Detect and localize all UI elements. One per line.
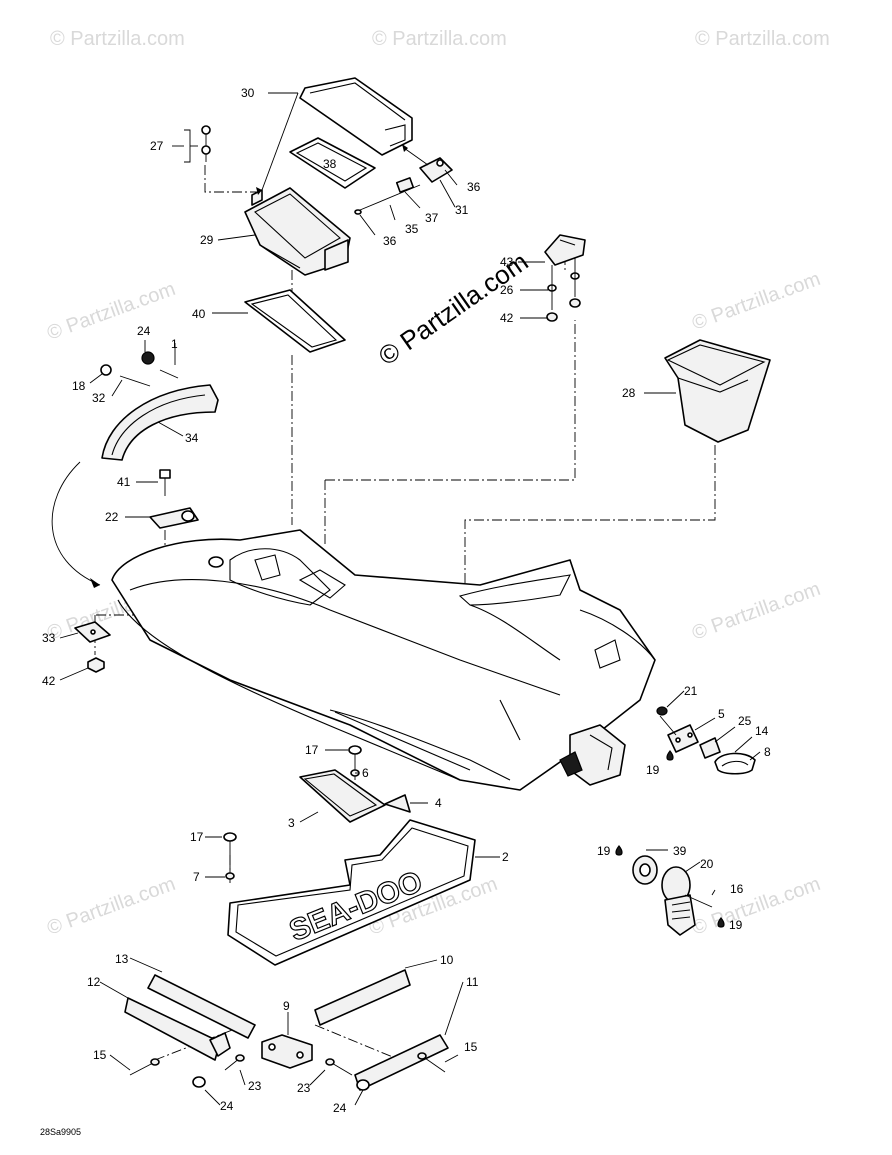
callout-19: 19 — [646, 763, 660, 777]
callout-22: 22 — [105, 510, 119, 524]
callout-11: 11 — [466, 975, 479, 989]
callout-24: 24 — [137, 324, 151, 338]
callout-35: 35 — [405, 222, 419, 236]
tow-eye-assembly — [656, 706, 756, 775]
flow-arrow — [51, 461, 101, 588]
callout-15: 15 — [93, 1048, 107, 1062]
grease-drop-icon — [615, 845, 623, 856]
callout-37: 37 — [425, 211, 439, 225]
watermark: © Partzilla.com — [44, 873, 178, 940]
callout-24: 24 — [220, 1099, 234, 1113]
grease-drops — [615, 750, 725, 928]
strip-12 — [124, 997, 231, 1061]
callout-40: 40 — [192, 307, 206, 321]
watermark: © Partzilla.com — [44, 278, 178, 345]
callout-20: 20 — [700, 857, 714, 871]
callout-16: 16 — [730, 882, 744, 896]
callout-17: 17 — [305, 743, 319, 757]
rivets-bottom — [129, 1052, 446, 1091]
callout-32: 32 — [92, 391, 106, 405]
callout-19: 19 — [729, 918, 743, 932]
callout-21: 21 — [684, 684, 698, 698]
callout-42: 42 — [500, 311, 514, 325]
callout-13: 13 — [115, 952, 129, 966]
watermark: © Partzilla.com — [372, 28, 507, 50]
callout-27: 27 — [150, 139, 164, 153]
grease-drop-icon — [717, 917, 725, 928]
callout-25: 25 — [738, 714, 752, 728]
bracket-22 — [149, 507, 199, 529]
bracket-43 — [544, 234, 586, 322]
strip-11 — [354, 1034, 449, 1091]
callout-10: 10 — [440, 953, 454, 967]
callout-42: 42 — [42, 674, 56, 688]
watermark: © Partzilla.com — [50, 28, 185, 50]
latch-assembly — [354, 144, 453, 215]
callout-7: 7 — [193, 870, 200, 884]
callout-3: 3 — [288, 816, 295, 830]
callout-15: 15 — [464, 1040, 478, 1054]
watermark: © Partzilla.com — [689, 873, 823, 940]
gasket-40 — [244, 289, 346, 353]
callout-19: 19 — [597, 844, 611, 858]
callout-6: 6 — [362, 766, 369, 780]
callout-2: 2 — [502, 850, 509, 864]
grease-drop-icon — [666, 750, 674, 761]
mat-4 — [384, 794, 411, 813]
callout-36: 36 — [383, 234, 397, 248]
watermark-main: © Partzilla.com — [373, 246, 534, 371]
callout-labels: 30 27 38 36 31 37 35 36 29 40 43 26 42 2… — [42, 86, 771, 1115]
callout-24: 24 — [333, 1101, 347, 1115]
callout-23: 23 — [297, 1081, 311, 1095]
rivet-17-6 — [223, 745, 362, 880]
callout-1: 1 — [171, 337, 178, 351]
callout-26: 26 — [500, 283, 514, 297]
callout-34: 34 — [185, 431, 199, 445]
callout-23: 23 — [248, 1079, 262, 1093]
callout-39: 39 — [673, 844, 687, 858]
watermark: © Partzilla.com — [689, 268, 823, 335]
callout-4: 4 — [435, 796, 442, 810]
callout-14: 14 — [755, 724, 769, 738]
connector-9 — [261, 1034, 313, 1069]
callout-33: 33 — [42, 631, 56, 645]
callout-8: 8 — [764, 745, 771, 759]
figure-code: 28Sa9905 — [40, 1127, 81, 1137]
handle-34 — [100, 351, 219, 461]
plate-33 — [74, 621, 111, 673]
leader-lines — [59, 92, 761, 1106]
callout-41: 41 — [117, 475, 131, 489]
mat-3 — [299, 769, 386, 823]
storage-cover — [299, 77, 413, 156]
storage-bucket-28 — [664, 339, 771, 443]
callout-17: 17 — [190, 830, 204, 844]
drain-plug-assembly — [632, 855, 713, 936]
hull — [111, 529, 656, 791]
watermark: © Partzilla.com — [695, 28, 830, 50]
callout-29: 29 — [200, 233, 214, 247]
storage-bin — [244, 187, 351, 276]
callout-12: 12 — [87, 975, 101, 989]
callout-28: 28 — [622, 386, 636, 400]
strip-13 — [147, 974, 256, 1039]
gasket-38 — [289, 137, 376, 189]
callout-36: 36 — [467, 180, 481, 194]
watermark: © Partzilla.com — [689, 578, 823, 645]
callout-31: 31 — [455, 203, 469, 217]
callout-18: 18 — [72, 379, 86, 393]
callout-43: 43 — [500, 255, 514, 269]
screws-27 — [201, 125, 211, 162]
bolt-41 — [159, 469, 171, 496]
callout-38: 38 — [323, 157, 337, 171]
callout-30: 30 — [241, 86, 255, 100]
deck-mat-2: SEA-DOO — [227, 819, 476, 966]
callout-5: 5 — [718, 707, 725, 721]
center-watermark: © Partzilla.com — [373, 246, 534, 371]
strip-10 — [314, 969, 411, 1026]
callout-9: 9 — [283, 999, 290, 1013]
